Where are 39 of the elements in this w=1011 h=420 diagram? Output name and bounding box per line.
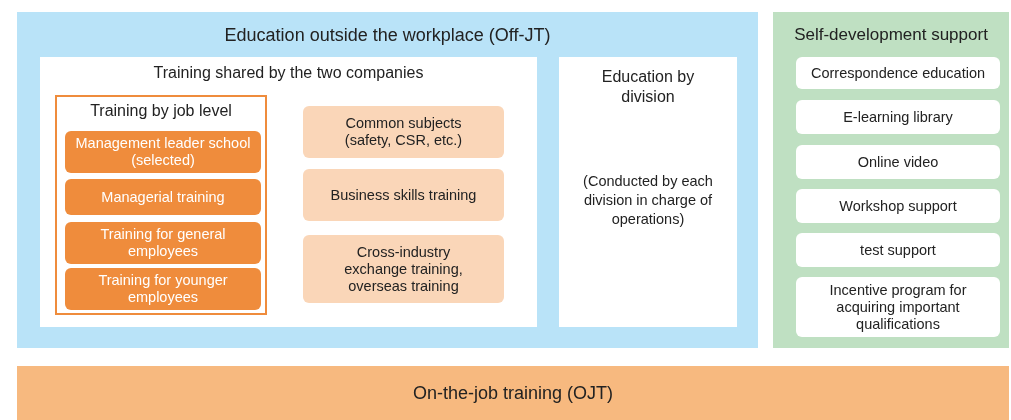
heading-text: On-the-job training (OJT) <box>412 381 614 405</box>
support-box <box>796 145 1000 179</box>
support-box <box>796 233 1000 267</box>
heading-text: Education by division <box>600 67 696 107</box>
section-panel <box>17 12 758 348</box>
content-panel <box>40 57 537 327</box>
heading-text: E-learning library <box>842 108 954 126</box>
heading-text: Incentive program for acquiring important qualifications <box>828 281 968 333</box>
section-band <box>17 366 1009 420</box>
training-box <box>65 222 261 264</box>
support-box <box>796 100 1000 134</box>
heading-text: Workshop support <box>838 197 958 215</box>
heading-text: Education outside the workplace (Off-JT) <box>224 24 551 47</box>
heading-text: Training by job level <box>90 101 232 121</box>
heading-text: Business skills training <box>329 186 478 204</box>
support-box <box>796 277 1000 337</box>
training-box <box>65 131 261 173</box>
content-panel <box>559 57 737 327</box>
heading-text: Training for general employees <box>99 226 227 260</box>
heading-text: Management leader school (selected) <box>75 135 251 169</box>
heading-text: Correspondence education <box>809 64 987 82</box>
training-box <box>303 235 504 303</box>
description-text: (Conducted by each division in charge of operations) <box>582 172 714 229</box>
training-box <box>303 106 504 158</box>
training-box <box>65 268 261 310</box>
training-box <box>303 169 504 221</box>
heading-text: Self-development support <box>794 24 988 46</box>
heading-text: Cross-industry exchange training, overseas training <box>343 243 464 295</box>
heading-text: Managerial training <box>100 188 226 206</box>
heading-text: Common subjects (safety, CSR, etc.) <box>343 115 464 149</box>
heading-text: test support <box>859 241 937 259</box>
training-box <box>65 179 261 215</box>
group-frame <box>55 95 267 315</box>
heading-text: Training shared by the two companies <box>153 63 424 83</box>
heading-text: Training for younger employees <box>97 272 229 306</box>
heading-text: Online video <box>856 153 940 171</box>
support-box <box>796 189 1000 223</box>
support-box <box>796 57 1000 89</box>
section-panel <box>773 12 1009 348</box>
